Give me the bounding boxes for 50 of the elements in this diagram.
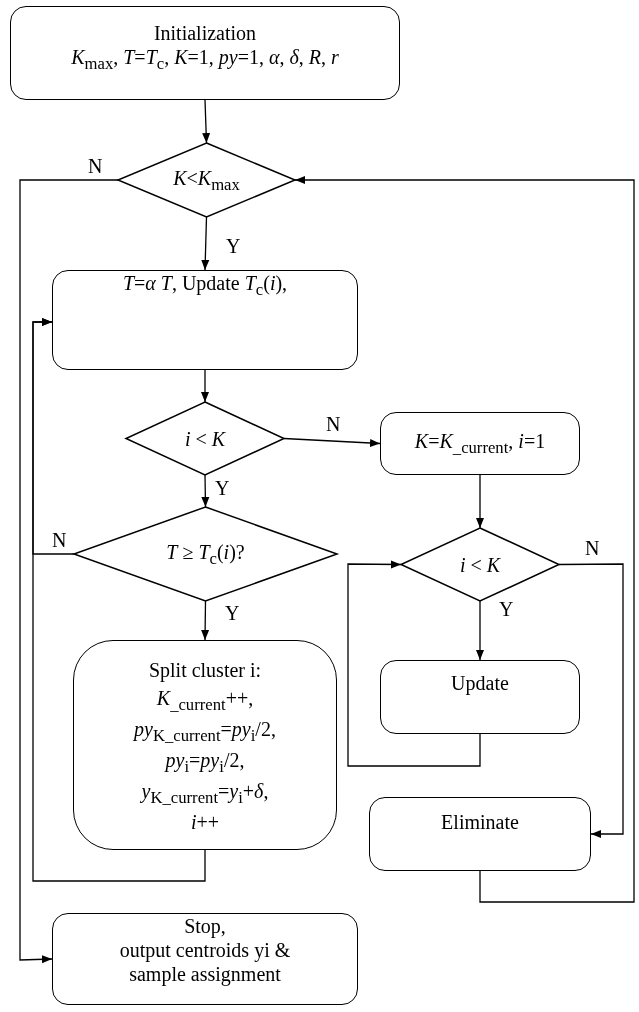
box-heading: Initialization bbox=[153, 21, 257, 45]
process-text: K$_{max}$, T=T$_{c}$, K=1, py=1, α, δ, R, r bbox=[71, 45, 339, 74]
condition-text: i < K bbox=[184, 426, 226, 451]
process-text: K=K$_{_current}$, i=1 bbox=[414, 429, 546, 458]
process-text: T=α T, Update T$_{c}$(i), bbox=[122, 271, 288, 300]
edge-label: N bbox=[583, 538, 602, 558]
flow-arrow bbox=[476, 600, 484, 661]
edge-label: N bbox=[86, 156, 105, 176]
condition-text: K<K$_{max}$ bbox=[173, 165, 240, 195]
process-text: y$_{K_current}$=y$_{i}$+δ, bbox=[141, 778, 269, 809]
edge-label: Y bbox=[213, 478, 232, 498]
flow-arrow bbox=[558, 563, 624, 838]
process-box bbox=[380, 412, 580, 475]
edge-label: Y bbox=[497, 599, 516, 619]
process-box bbox=[73, 640, 337, 850]
flow-arrow bbox=[32, 318, 206, 882]
flow-arrow bbox=[347, 560, 481, 767]
process-text: output centroids yi & sample assignment bbox=[118, 938, 292, 986]
flow-arrow bbox=[201, 369, 209, 403]
process-box bbox=[10, 6, 400, 100]
edge-label: Y bbox=[223, 603, 242, 623]
process-text: Update bbox=[451, 671, 509, 695]
decision-diamond bbox=[401, 528, 559, 601]
edge-label: N bbox=[324, 414, 343, 434]
flow-arrow bbox=[283, 437, 381, 447]
process-text: py$_{K_current}$=py$_{i}$/2, bbox=[134, 716, 276, 747]
box-heading: Split cluster i: bbox=[148, 658, 262, 684]
process-text: i++ bbox=[190, 809, 220, 835]
flow-arrow bbox=[202, 99, 211, 144]
edge-label: N bbox=[50, 530, 69, 550]
flow-arrow bbox=[19, 179, 119, 964]
flow-arrow bbox=[201, 600, 210, 641]
flow-arrow bbox=[476, 474, 484, 529]
condition-text: i < K bbox=[459, 552, 501, 577]
process-box bbox=[380, 660, 580, 734]
process-text: K$_{_current}$++, bbox=[156, 685, 254, 716]
edge-label: Y bbox=[224, 236, 243, 256]
process-text: py$_{i}$=py$_{i}$/2, bbox=[165, 747, 245, 778]
flow-arrow bbox=[201, 474, 210, 508]
process-text: Eliminate bbox=[441, 810, 519, 834]
flow-arrow bbox=[294, 176, 635, 903]
flow-arrow bbox=[201, 216, 210, 271]
condition-text: T ≥ T$_{c}$(i)? bbox=[166, 539, 245, 569]
process-box bbox=[52, 270, 358, 370]
process-box bbox=[369, 797, 591, 871]
process-text: Stop, bbox=[184, 914, 226, 938]
process-box bbox=[52, 913, 358, 1005]
decision-diamond bbox=[126, 402, 284, 475]
decision-diamond bbox=[118, 143, 295, 217]
decision-diamond bbox=[74, 507, 337, 601]
